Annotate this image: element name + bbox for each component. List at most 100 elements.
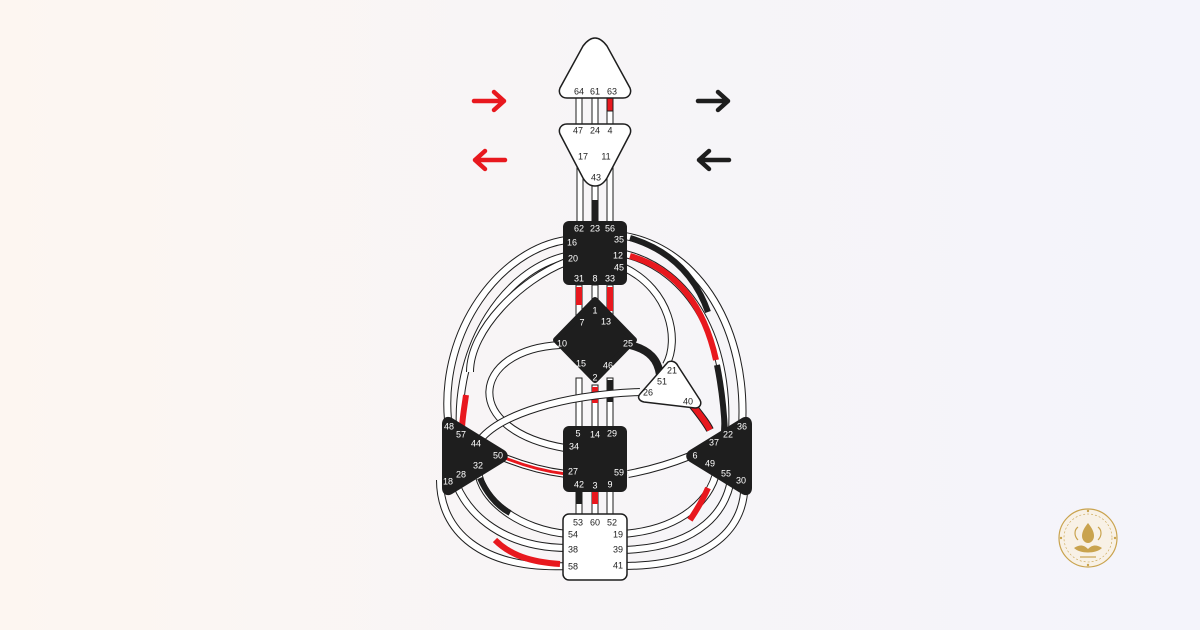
gate-40: 40 (683, 396, 693, 406)
gate-8: 8 (592, 273, 597, 283)
channel-25-51 (628, 341, 664, 376)
gate-58: 58 (568, 561, 578, 571)
channel-64-47 (575, 96, 583, 126)
gate-34: 34 (569, 441, 579, 451)
sacral-center (563, 426, 627, 492)
gate-1: 1 (592, 305, 597, 315)
gate-26: 26 (643, 387, 653, 397)
gate-9: 9 (607, 479, 612, 489)
gate-12: 12 (613, 250, 623, 260)
arrow-bottom-left-icon (472, 148, 508, 172)
gate-7: 7 (579, 317, 584, 327)
gate-42: 42 (574, 479, 584, 489)
gate-4: 4 (607, 125, 612, 135)
channel-58-18 (436, 479, 569, 571)
g-center (553, 297, 637, 383)
channel-45-21 (623, 264, 676, 367)
gate-13: 13 (601, 316, 611, 326)
gate-50: 50 (493, 450, 503, 460)
channel-59-6 (627, 452, 692, 478)
channel-35-36 (624, 232, 747, 429)
channel-42-53 (575, 489, 583, 517)
gate-59: 59 (614, 467, 624, 477)
gate-33: 33 (605, 273, 615, 283)
gate-31: 31 (574, 273, 584, 283)
arrow-top-left-icon (471, 89, 507, 113)
gate-60: 60 (590, 517, 600, 527)
arrow-top-right-icon (695, 89, 731, 113)
spleen-center (442, 416, 508, 496)
ajna-center (558, 123, 632, 187)
channel-54-32 (474, 469, 569, 538)
gate-30: 30 (736, 475, 746, 485)
gate-48: 48 (444, 421, 454, 431)
gate-52: 52 (607, 517, 617, 527)
gate-36: 36 (737, 421, 747, 431)
gate-15: 15 (576, 358, 586, 368)
channel-26-44 (476, 388, 641, 443)
gate-3: 3 (592, 480, 597, 490)
channel-20-10 (466, 258, 568, 373)
gate-5: 5 (575, 428, 580, 438)
channel-3-60 (591, 489, 599, 517)
gate-19: 19 (613, 529, 623, 539)
channel-15-5 (575, 377, 583, 431)
gate-39: 39 (613, 544, 623, 554)
gate-11: 11 (601, 151, 610, 161)
channel-61-24 (591, 96, 599, 126)
head-center (558, 37, 632, 99)
gate-62: 62 (574, 223, 584, 233)
gate-23: 23 (590, 223, 600, 233)
gate-20: 20 (568, 253, 578, 263)
gate-46: 46 (603, 360, 613, 370)
gate-2: 2 (592, 372, 597, 382)
channel-12-22 (624, 250, 730, 433)
channel-10-34 (485, 341, 566, 452)
gate-6: 6 (692, 450, 697, 460)
root-center (562, 513, 628, 581)
channel-46-29 (606, 377, 614, 431)
gate-64: 64 (574, 86, 584, 96)
gate-54: 54 (568, 529, 578, 539)
gate-14: 14 (590, 429, 600, 439)
gate-57: 57 (456, 429, 466, 439)
solar-plexus-center (686, 416, 752, 496)
gate-38: 38 (568, 544, 578, 554)
ego-center (637, 360, 702, 409)
gate-43: 43 (591, 172, 601, 182)
gate-37: 37 (709, 437, 719, 447)
gate-56: 56 (605, 223, 615, 233)
channel-43-23 (591, 184, 599, 226)
gate-49: 49 (705, 458, 715, 468)
gate-53: 53 (573, 517, 583, 527)
gate-29: 29 (607, 428, 617, 438)
gate-10: 10 (557, 338, 567, 348)
gate-16: 16 (567, 237, 577, 247)
gate-18: 18 (443, 476, 453, 486)
arrow-bottom-right-icon (696, 148, 732, 172)
gate-41: 41 (613, 560, 623, 570)
gate-51: 51 (657, 376, 667, 386)
throat-center (563, 221, 627, 285)
gate-17: 17 (578, 151, 588, 161)
channel-50-27 (503, 454, 567, 478)
gate-61: 61 (590, 86, 600, 96)
channel-63-4 (606, 96, 614, 126)
gate-55: 55 (721, 468, 731, 478)
gate-22: 22 (723, 429, 733, 439)
gate-44: 44 (471, 438, 481, 448)
gate-35: 35 (614, 234, 624, 244)
gate-47: 47 (573, 125, 583, 135)
gate-45: 45 (614, 262, 624, 272)
gate-21: 21 (667, 365, 677, 375)
gate-63: 63 (607, 86, 617, 96)
gate-27: 27 (568, 466, 578, 476)
gate-24: 24 (590, 125, 600, 135)
channel-9-52 (606, 489, 614, 517)
channel-16-48 (443, 236, 567, 421)
gate-labels: 64 61 63 47 24 4 17 11 43 62 23 56 16 35… (443, 86, 747, 571)
brand-logo[interactable] (1058, 508, 1118, 568)
gate-32: 32 (473, 460, 483, 470)
gate-25: 25 (623, 338, 633, 348)
